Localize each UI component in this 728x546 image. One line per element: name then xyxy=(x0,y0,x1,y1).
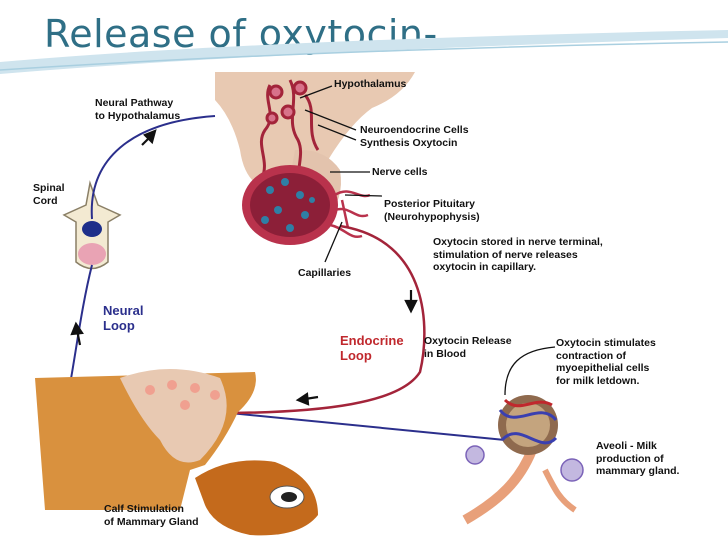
cow-udder-illustration xyxy=(35,369,256,510)
label-neuroendocrine-cells: Neuroendocrine Cells Synthesis Oxytocin xyxy=(360,124,469,149)
label-capillaries: Capillaries xyxy=(298,267,352,279)
label-neural-loop: Neural Loop xyxy=(103,303,144,333)
endocrine-loop-path xyxy=(231,224,426,415)
label-calf-stimulation: Calf Stimulation of Mammary Gland xyxy=(104,503,199,528)
label-hypothalamus: Hypothalamus xyxy=(334,78,407,90)
leader-lines xyxy=(299,85,556,396)
neuroendocrine-cells xyxy=(259,79,320,186)
label-alveoli: Aveoli - Milk production of mammary glan… xyxy=(596,440,680,477)
label-posterior-pituitary: Posterior Pituitary (Neurohypophysis) xyxy=(384,198,480,223)
label-oxytocin-stored: Oxytocin stored in nerve terminal, stimu… xyxy=(433,236,603,273)
label-spinal-cord: Spinal Cord xyxy=(33,182,65,207)
spinal-cord-illustration xyxy=(62,180,122,270)
label-oxytocin-stimulates: Oxytocin stimulates contraction of myoep… xyxy=(556,337,656,387)
alveoli-illustration xyxy=(462,395,584,525)
flow-arrows xyxy=(70,129,418,406)
label-oxytocin-release: Oxytocin Release in Blood xyxy=(424,335,512,360)
header-swoosh xyxy=(0,30,728,74)
label-nerve-cells: Nerve cells xyxy=(372,166,428,178)
label-endocrine-loop: Endocrine Loop xyxy=(340,333,404,363)
posterior-pituitary xyxy=(242,165,371,245)
label-neural-pathway: Neural Pathway to Hypothalamus xyxy=(95,97,181,122)
calf-illustration xyxy=(195,460,318,536)
